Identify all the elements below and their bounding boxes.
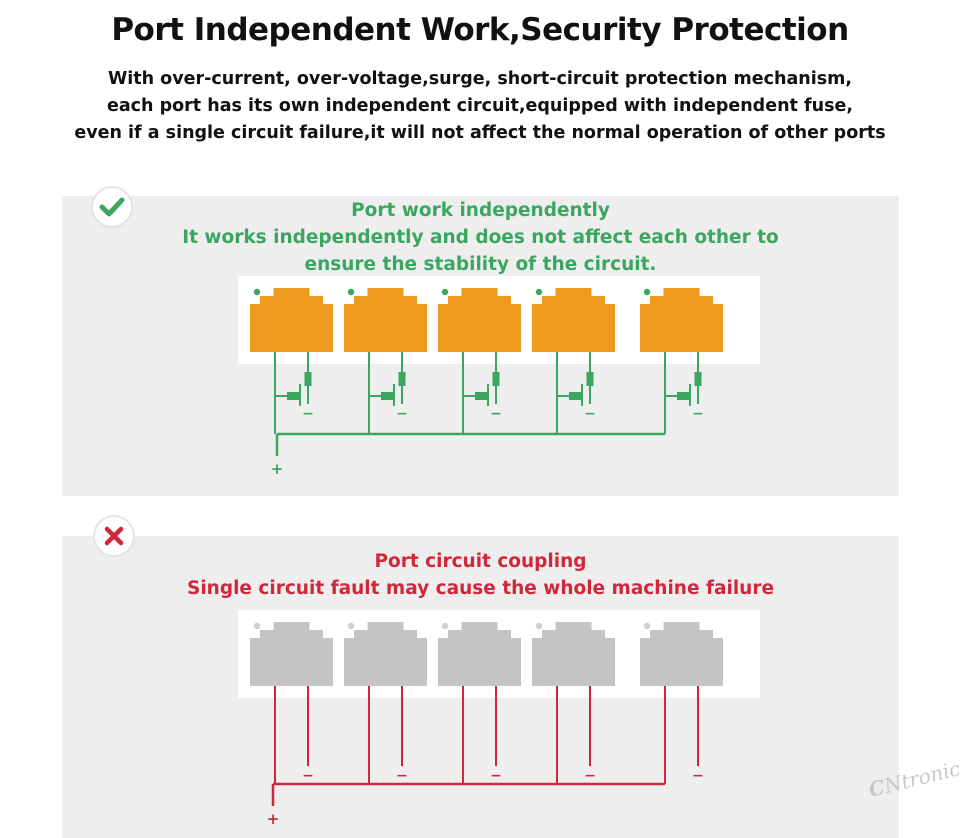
status-led bbox=[253, 622, 261, 630]
fuse-element bbox=[398, 372, 406, 386]
negative-symbol: − bbox=[692, 406, 704, 422]
rj45-port bbox=[438, 622, 521, 686]
description: With over-current, over-voltage,surge, s… bbox=[0, 66, 960, 147]
x-badge bbox=[95, 517, 133, 555]
status-led bbox=[441, 288, 449, 296]
negative-symbol: − bbox=[584, 768, 596, 784]
negative-symbol: − bbox=[692, 768, 704, 784]
coupled-circuit-diagram: − − − − − + bbox=[238, 610, 760, 828]
protection-element bbox=[677, 392, 689, 400]
fuse-element bbox=[304, 372, 312, 386]
x-icon bbox=[104, 526, 124, 546]
description-line: With over-current, over-voltage,surge, s… bbox=[107, 69, 853, 89]
fuse-element bbox=[694, 372, 702, 386]
check-badge bbox=[93, 188, 131, 226]
rj45-port bbox=[438, 288, 521, 352]
status-led bbox=[535, 622, 543, 630]
negative-symbol: − bbox=[396, 406, 408, 422]
status-led bbox=[347, 622, 355, 630]
positive-symbol: + bbox=[271, 460, 284, 476]
rj45-port bbox=[532, 288, 615, 352]
protection-element bbox=[475, 392, 487, 400]
protection-element bbox=[569, 392, 581, 400]
rj45-port bbox=[344, 288, 427, 352]
negative-symbol: − bbox=[584, 406, 596, 422]
fuse-element bbox=[586, 372, 594, 386]
panel-title: Port work independently bbox=[351, 200, 610, 221]
protection-element bbox=[381, 392, 393, 400]
panel-line: It works independently and does not affe… bbox=[182, 227, 779, 248]
positive-symbol: + bbox=[267, 810, 280, 828]
rj45-port bbox=[532, 622, 615, 686]
independent-circuit-diagram: − − − − − + bbox=[238, 276, 760, 476]
negative-symbol: − bbox=[302, 768, 314, 784]
negative-symbol: − bbox=[490, 768, 502, 784]
panel-line: Single circuit fault may cause the whole… bbox=[187, 578, 774, 599]
negative-symbol: − bbox=[490, 406, 502, 422]
rj45-port bbox=[344, 622, 427, 686]
negative-symbol: − bbox=[396, 768, 408, 784]
status-led bbox=[253, 288, 261, 296]
rj45-port bbox=[250, 622, 333, 686]
rj45-port bbox=[640, 622, 723, 686]
status-led bbox=[441, 622, 449, 630]
description-line: even if a single circuit failure,it will… bbox=[74, 123, 886, 143]
independent-work-text: Port work independently It works indepen… bbox=[62, 197, 899, 278]
panel-title: Port circuit coupling bbox=[374, 551, 587, 572]
protection-element bbox=[287, 392, 299, 400]
rj45-port bbox=[250, 288, 333, 352]
status-led bbox=[347, 288, 355, 296]
panel-line: ensure the stability of the circuit. bbox=[304, 254, 657, 275]
page-title: Port Independent Work,Security Protectio… bbox=[111, 12, 849, 48]
description-line: each port has its own independent circui… bbox=[107, 96, 853, 116]
status-led bbox=[643, 622, 651, 630]
circuit-coupling-text: Port circuit coupling Single circuit fau… bbox=[62, 548, 899, 602]
status-led bbox=[535, 288, 543, 296]
negative-symbol: − bbox=[302, 406, 314, 422]
status-led bbox=[643, 288, 651, 296]
check-icon bbox=[99, 197, 125, 217]
rj45-port bbox=[640, 288, 723, 352]
fuse-element bbox=[492, 372, 500, 386]
